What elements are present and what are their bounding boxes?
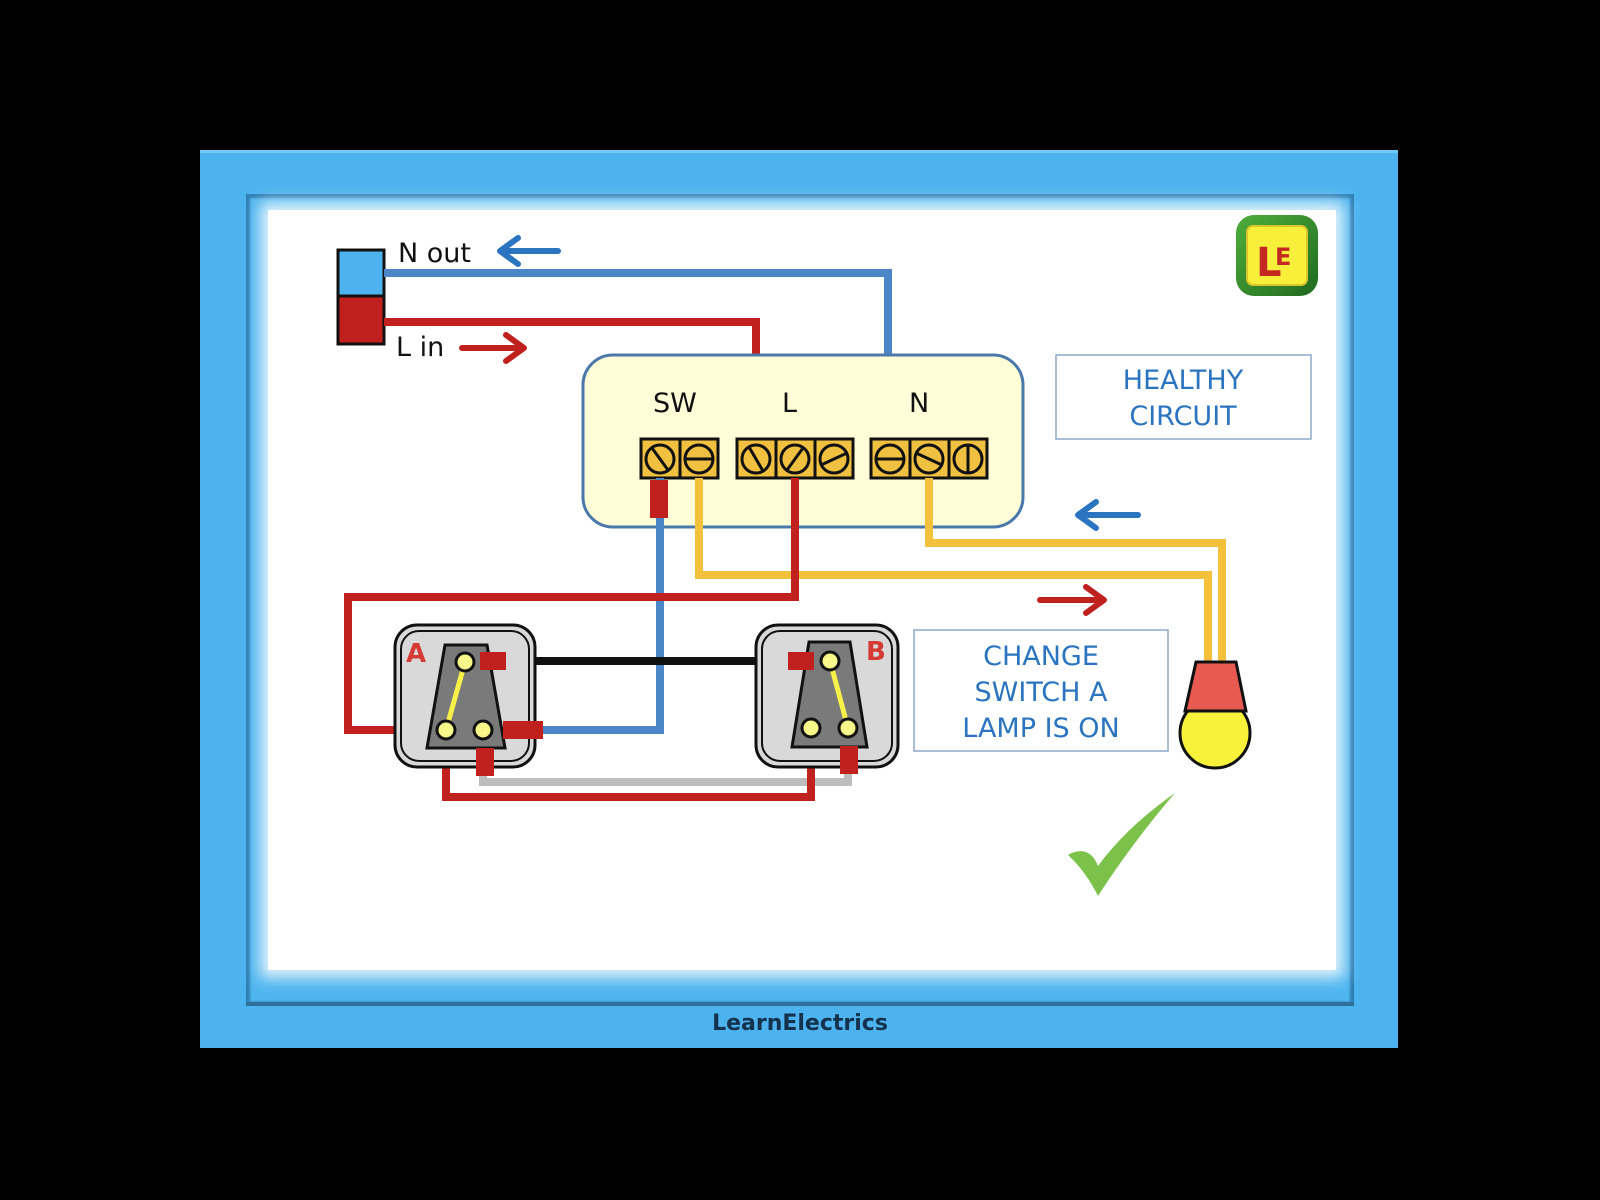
arrow-right-icon (459, 332, 527, 364)
lamp-holder (1183, 660, 1248, 713)
footer-divider (246, 1002, 1354, 1006)
status-box: HEALTHY CIRCUIT (1055, 354, 1312, 440)
terminal-l-label: L (782, 388, 797, 419)
switch-a-label: A (406, 639, 426, 669)
switch-b[interactable]: B (754, 623, 900, 774)
screw-icon (779, 443, 811, 475)
instruction-box: CHANGE SWITCH A LAMP IS ON (913, 629, 1169, 752)
terminal-block-sw (639, 437, 720, 480)
check-icon (1068, 793, 1175, 896)
live-feed-wire (344, 478, 799, 734)
arrow-right-icon (1037, 584, 1107, 616)
supply-connector (336, 248, 386, 346)
sw-return-wire (532, 478, 664, 734)
switch-a-contact (443, 661, 468, 731)
logo-letter-l: L (1256, 240, 1282, 286)
screw-icon (874, 443, 906, 475)
lamp-neutral-wire (925, 478, 1226, 665)
learnelectrics-logo: L E (1236, 215, 1318, 296)
screw-icon (644, 443, 676, 475)
switch-b-contact (827, 660, 851, 729)
terminal-block-l (735, 437, 855, 480)
switch-a[interactable]: A (393, 623, 543, 776)
instruction-line-3: LAMP IS ON (962, 713, 1119, 744)
neutral-terminal-block (336, 248, 386, 298)
live-terminal-block (336, 294, 386, 346)
red-sleeve (650, 480, 668, 518)
logo-letter-e: E (1275, 243, 1291, 271)
screw-icon (740, 443, 772, 475)
n-out-label: N out (398, 238, 471, 269)
status-line-2: CIRCUIT (1129, 401, 1237, 432)
instruction-line-1: CHANGE (983, 641, 1099, 672)
diagram-canvas (268, 210, 1336, 970)
terminal-n-label: N (909, 388, 929, 419)
terminal-sw-label: SW (653, 388, 697, 419)
screw-icon (818, 443, 850, 475)
arrow-left-icon (497, 235, 561, 267)
lamp-bulb (1178, 660, 1252, 770)
arrow-left-icon (1075, 499, 1141, 531)
screw-icon (913, 443, 945, 475)
switch-b-label: B (866, 637, 886, 667)
screw-icon (683, 443, 715, 475)
screw-icon (952, 443, 984, 475)
terminal-block-n (869, 437, 989, 480)
switched-live-wire (695, 478, 1212, 665)
footer-brand: LearnElectrics (712, 1011, 888, 1036)
status-line-1: HEALTHY (1123, 365, 1244, 396)
instruction-line-2: SWITCH A (975, 677, 1108, 708)
l-in-label: L in (396, 332, 444, 363)
